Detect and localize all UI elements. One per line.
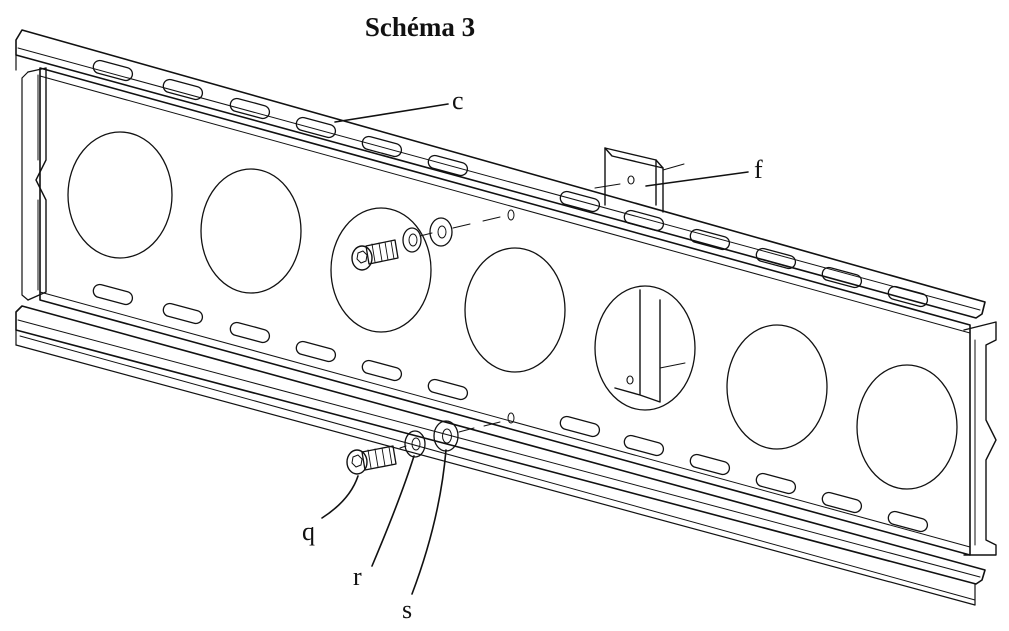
left-end-profile: [21, 67, 47, 301]
callout-q: q: [302, 517, 315, 546]
large-holes: [67, 131, 958, 490]
lower-slots: [92, 283, 929, 533]
leader-s: [411, 449, 447, 595]
leader-f: [645, 171, 749, 187]
leader-q: [321, 475, 359, 519]
diagram-title: Schéma 3: [365, 12, 475, 42]
main-plate: [39, 67, 971, 556]
upper-hardware: [351, 209, 515, 271]
upper-slots: [92, 59, 929, 308]
leader-lines: [321, 103, 749, 595]
callout-r: r: [353, 562, 362, 591]
lower-rail: [15, 305, 986, 606]
right-end-profile: [963, 321, 997, 556]
lower-hardware: [346, 412, 515, 475]
callout-c: c: [452, 86, 464, 115]
leader-r: [371, 455, 415, 567]
upper-rail: [15, 29, 986, 319]
callout-f: f: [754, 155, 763, 184]
callout-s: s: [402, 595, 412, 624]
bracket-f: [594, 147, 686, 403]
leader-c: [334, 103, 449, 123]
